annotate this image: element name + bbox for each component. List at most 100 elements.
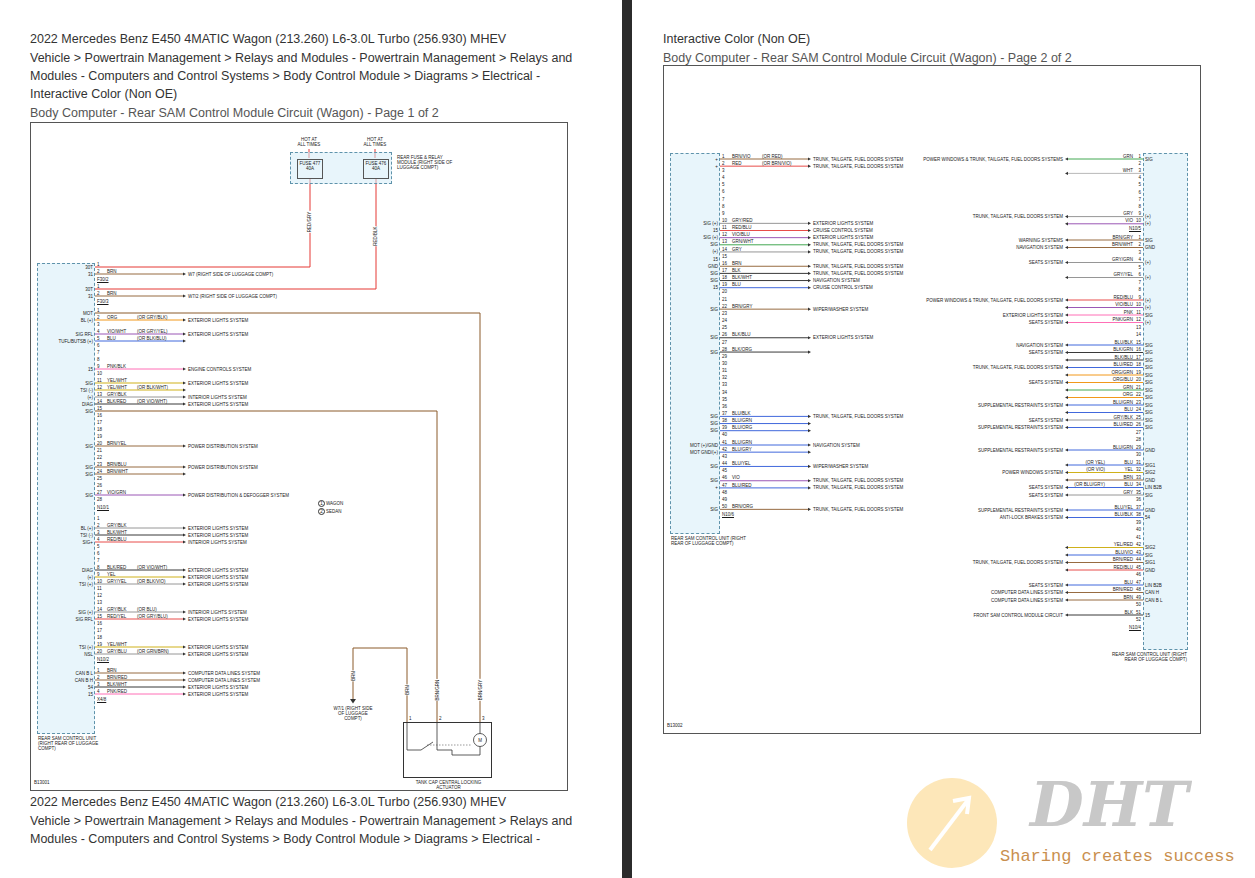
wire-color: RED/BLU bbox=[732, 225, 752, 230]
signal-name-holder: 54 bbox=[1145, 515, 1150, 520]
pin-number-holder: 52 bbox=[1136, 617, 1141, 622]
wire-color: VIO/BLU bbox=[1115, 302, 1133, 307]
alt-wire-color-holder: (OR GRY/BLU) bbox=[137, 614, 168, 619]
wire-color-holder: BLU bbox=[1124, 580, 1133, 585]
pin-number: 17 bbox=[97, 420, 102, 425]
wire-color-holder: BRN bbox=[107, 668, 117, 673]
system-reference-holder: EXTERIOR LIGHTS SYSTEM bbox=[813, 335, 873, 340]
pin-number-holder: 13 bbox=[97, 392, 102, 397]
alt-wire-color-holder: (OR BLK/VIO) bbox=[137, 579, 166, 584]
pin-number-holder: 7 bbox=[1138, 280, 1141, 285]
pin-number: 46 bbox=[1136, 572, 1141, 577]
wire-color: BRN/BLU bbox=[107, 462, 127, 467]
wire-color-holder: BLK/WHT bbox=[107, 682, 127, 687]
pin-number: 49 bbox=[722, 497, 727, 502]
wire bbox=[95, 383, 183, 384]
wire-color-holder: BLK/RED bbox=[107, 565, 126, 570]
system-reference-holder: EXTERIOR LIGHTS SYSTEM bbox=[188, 645, 248, 650]
pin-number: 2 bbox=[97, 269, 100, 274]
pin-number: 4 bbox=[1138, 175, 1141, 180]
pin-number-holder: 8 bbox=[1138, 287, 1141, 292]
pin-number-holder: 30 bbox=[1136, 452, 1141, 457]
signal-name-holder: 31 bbox=[88, 294, 93, 299]
system-reference-holder: WIPER/WASHER SYSTEM bbox=[813, 307, 868, 312]
system-reference-holder: SEATS SYSTEM bbox=[1029, 418, 1063, 423]
wire-color-holder: BLU/RED bbox=[732, 483, 752, 488]
system-reference-holder: SUPPLEMENTAL RESTRAINTS SYSTEM bbox=[978, 425, 1063, 430]
pin-number: 11 bbox=[1136, 310, 1141, 315]
signal-name: (+) bbox=[1145, 214, 1151, 219]
signal-name: SIG (+) bbox=[78, 610, 93, 615]
wire-color: BLU/GRN bbox=[732, 418, 752, 423]
pin-number-holder: 10 bbox=[722, 218, 727, 223]
wire-color-holder: BLU bbox=[1124, 482, 1133, 487]
wire bbox=[1068, 223, 1143, 224]
signal-name-holder: SIG bbox=[1145, 410, 1153, 415]
signal-name: GND bbox=[1145, 568, 1155, 573]
signal-name: SIG+ bbox=[83, 540, 93, 545]
wire-color-holder: GRY/GRN bbox=[1112, 257, 1133, 262]
signal-name: SIG (+) bbox=[703, 221, 718, 226]
pin-number-holder: 2 bbox=[1138, 161, 1141, 166]
signal-name-holder: SIG bbox=[1145, 373, 1153, 378]
wire bbox=[1068, 412, 1143, 413]
system-reference-holder: POWER DISTRIBUTION & DEFOGGER SYSTEM bbox=[188, 493, 289, 498]
system-reference-holder: TRUNK, TAILGATE, FUEL DOORS SYSTEM bbox=[813, 264, 903, 269]
wire-color: BRN/GRY bbox=[478, 679, 483, 701]
alt-wire-color: (OR GRN/BRN) bbox=[137, 649, 169, 654]
wire-arrow bbox=[183, 645, 186, 648]
pin-number: 9 bbox=[1138, 295, 1141, 300]
actuator: TANK CAP CENTRAL LOCKING ACTUATOR bbox=[403, 722, 492, 778]
wire bbox=[720, 452, 808, 453]
pin-number-holder: 41 bbox=[722, 440, 727, 445]
system-reference-holder: EXTERIOR LIGHTS SYSTEM bbox=[188, 575, 248, 580]
pin-number: 1 bbox=[409, 716, 412, 721]
wire-color: YEL/WHT bbox=[107, 642, 127, 647]
wire bbox=[720, 416, 808, 417]
pin-number-holder: 18 bbox=[1136, 362, 1141, 367]
pin-number: 32 bbox=[1136, 467, 1141, 472]
pin-number-holder: 1 bbox=[97, 284, 100, 289]
signal-name-holder: CAN H bbox=[1145, 590, 1159, 595]
wire bbox=[95, 390, 183, 391]
wire-color: BLU/YEL bbox=[732, 461, 751, 466]
wire-arrow bbox=[183, 465, 186, 468]
wire bbox=[720, 223, 808, 224]
watermark-logo bbox=[907, 778, 997, 868]
wire-arrow bbox=[1065, 508, 1068, 511]
signal-name: CAN B H bbox=[75, 678, 93, 683]
signal-name-holder: SIG (+) bbox=[703, 235, 718, 240]
wire-color-holder: BRN/ORG bbox=[732, 504, 753, 509]
system-reference-holder: W7/2 (RIGHT SIDE OF LUGGAGE COMPT) bbox=[188, 294, 277, 299]
wire-color: BRN/WHT bbox=[107, 469, 128, 474]
wire bbox=[95, 619, 183, 620]
system-reference-holder: EXTERIOR LIGHTS SYSTEM bbox=[188, 652, 248, 657]
pin-number-holder: 2 bbox=[439, 716, 442, 721]
wire-color: VIO/BLU bbox=[732, 232, 750, 237]
alt-wire-color-holder: (OR VIO/WHT) bbox=[137, 399, 167, 404]
pin-number: 7 bbox=[97, 350, 100, 355]
pin-number-holder: 13 bbox=[97, 600, 102, 605]
pin-number-holder: 10 bbox=[1136, 302, 1141, 307]
pin-number-holder: 25 bbox=[97, 476, 102, 481]
alt-wire-color: (OR GRY/YEL) bbox=[137, 329, 167, 334]
wire-color: BLU bbox=[107, 336, 116, 341]
wire-arrow bbox=[808, 350, 811, 353]
signal-name: (+) bbox=[1145, 320, 1151, 325]
pin-number-holder: 50 bbox=[722, 504, 727, 509]
pin-number-holder: 9 bbox=[97, 572, 100, 577]
signal-name: SIG bbox=[710, 307, 718, 312]
wire bbox=[95, 584, 183, 585]
signal-name-holder: SIG bbox=[1145, 380, 1153, 385]
pin-number: 44 bbox=[1136, 557, 1141, 562]
pin-number-holder: 9 bbox=[97, 364, 100, 369]
watermark-holder: DHT bbox=[1030, 772, 1188, 838]
wire-color-holder: BLU bbox=[1124, 407, 1133, 412]
alt-wire-color-holder: (OR GRY/BLK) bbox=[137, 315, 167, 320]
wire bbox=[95, 535, 183, 536]
wire-arrow bbox=[183, 444, 186, 447]
signal-name: (+) bbox=[1145, 260, 1151, 265]
pin-number-holder: 3 bbox=[722, 168, 725, 173]
pin-number-holder: 15 bbox=[97, 406, 102, 411]
wire bbox=[95, 446, 183, 447]
